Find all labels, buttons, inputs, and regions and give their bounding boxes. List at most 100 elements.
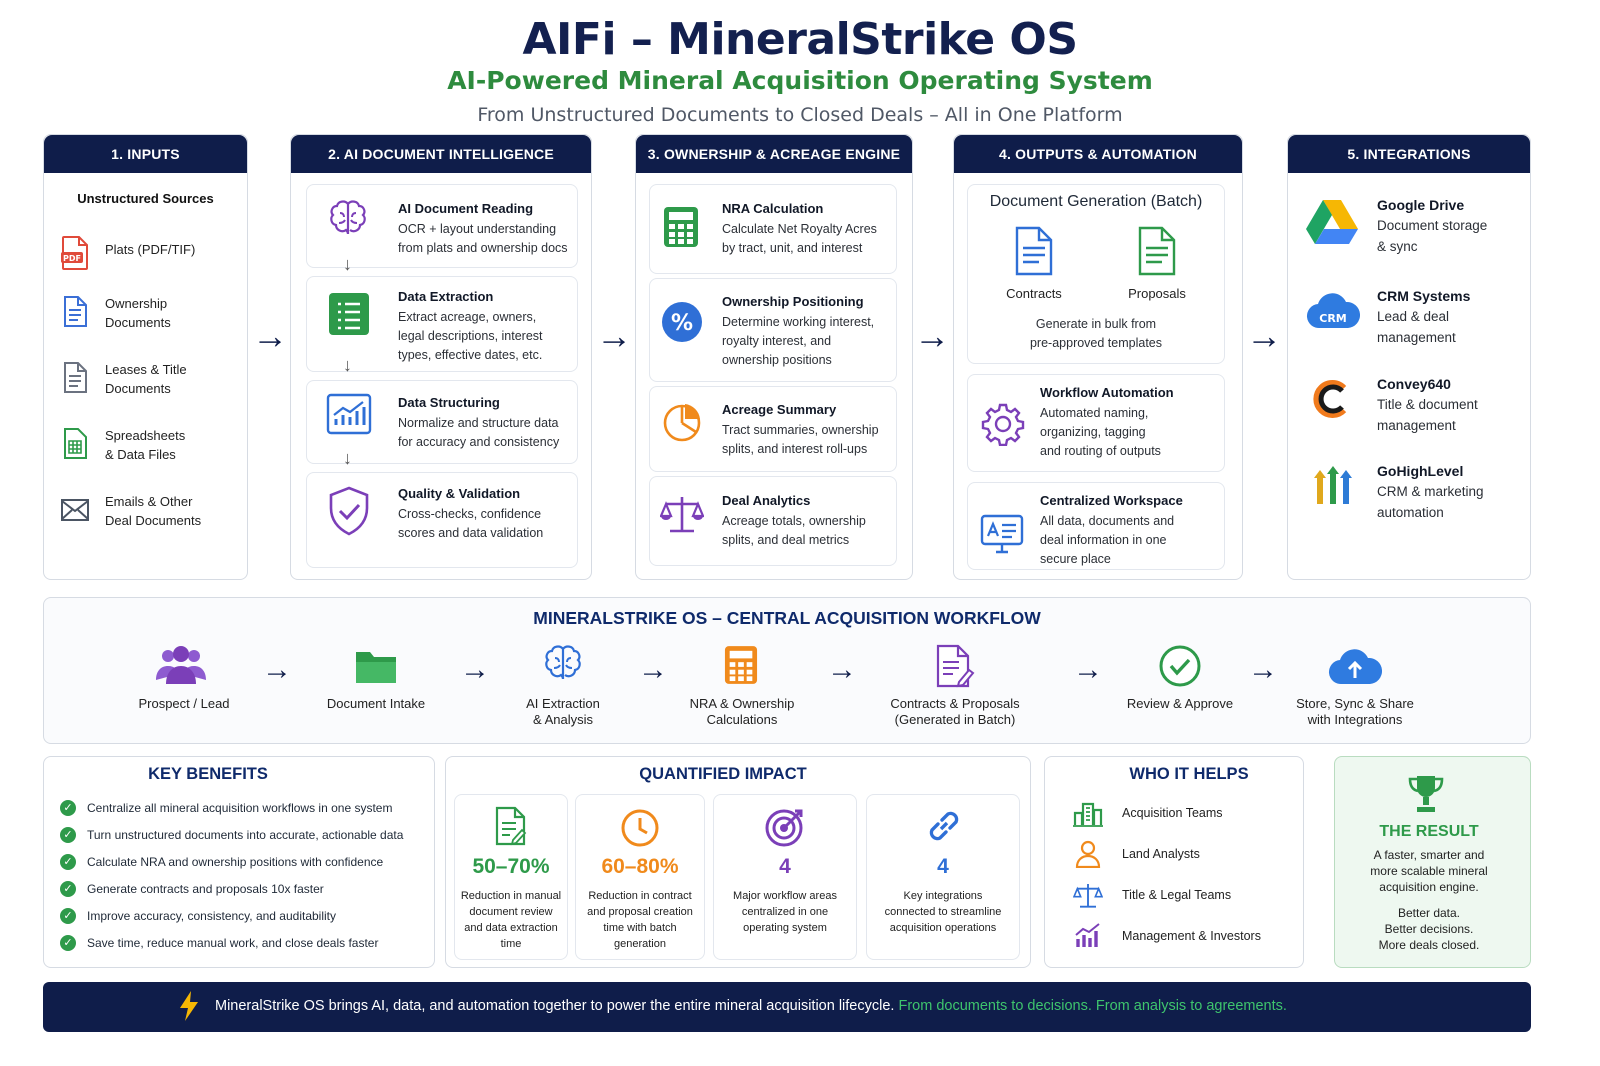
- down-arrow-icon: ↓: [343, 448, 352, 468]
- svg-text:CRM: CRM: [1319, 312, 1347, 325]
- calculator-icon: [663, 206, 699, 253]
- folder-icon: [354, 646, 398, 691]
- svg-text:PDF: PDF: [63, 254, 81, 263]
- docgen-card: [967, 184, 1225, 364]
- who-item-acquisition: Acquisition Teams: [1122, 806, 1223, 820]
- gear-icon: [981, 402, 1025, 451]
- impact-value-review: 50–70%: [472, 855, 550, 878]
- workflow-arrow: →: [638, 653, 668, 686]
- engine-heading: 3. OWNERSHIP & ACREAGE ENGINE: [636, 135, 912, 173]
- benefit-item: ✓Centralize all mineral acquisition work…: [60, 794, 403, 821]
- benefit-item: ✓Save time, reduce manual work, and clos…: [60, 929, 403, 956]
- check-icon: ✓: [60, 907, 76, 924]
- ai-step-structuring-text: Data Structuring Normalize and structure…: [398, 395, 560, 449]
- who-panel: [1044, 756, 1304, 968]
- scales-icon: [659, 494, 705, 541]
- integrations-heading: 5. INTEGRATIONS: [1288, 135, 1530, 173]
- workflow-step-review: Review & Approve: [1126, 696, 1234, 711]
- calculator-icon: [724, 644, 758, 691]
- key-benefits-heading: KEY BENEFITS: [148, 765, 268, 783]
- ai-heading: 2. AI DOCUMENT INTELLIGENCE: [291, 135, 591, 173]
- engine-ownership-text: Ownership Positioning Determine working …: [722, 294, 875, 367]
- integration-google-drive: Google Drive Document storage & sync: [1377, 197, 1488, 254]
- who-heading: WHO IT HELPS: [1129, 765, 1249, 783]
- result-tagline: Better data.Better decisions.More deals …: [1378, 906, 1480, 952]
- benefit-item: ✓Generate contracts and proposals 10x fa…: [60, 875, 403, 902]
- document-icon: [62, 296, 88, 333]
- monitor-workspace-icon: [980, 514, 1024, 561]
- lease-document-icon: [62, 362, 88, 399]
- page-tagline: From Unstructured Documents to Closed De…: [477, 104, 1123, 126]
- workflow-step-contracts: Contracts & Proposals(Generated in Batch…: [890, 696, 1020, 727]
- engine-acreage-text: Acreage Summary Tract summaries, ownersh…: [722, 402, 879, 456]
- pdf-icon: PDF: [60, 236, 90, 275]
- ai-step-extraction-text: Data Extraction Extract acreage, owners,…: [398, 289, 543, 362]
- contract-edit-icon: [935, 644, 975, 693]
- link-icon: [924, 806, 964, 851]
- check-icon: ✓: [60, 826, 76, 843]
- ai-step-quality-text: Quality & Validation Cross-checks, confi…: [398, 486, 544, 540]
- benefit-item: ✓Calculate NRA and ownership positions w…: [60, 848, 403, 875]
- footer-banner: [43, 982, 1531, 1032]
- workflow-automation-text: Workflow Automation Automated naming, or…: [1040, 385, 1174, 458]
- inputs-heading: 1. INPUTS: [44, 135, 247, 173]
- list-icon: [328, 292, 370, 341]
- impact-value-contracts: 60–80%: [601, 855, 679, 878]
- proposal-doc-icon: [1137, 226, 1177, 281]
- result-heading: THE RESULT: [1379, 823, 1479, 840]
- crm-cloud-icon: CRM: [1306, 290, 1361, 337]
- who-item-title-legal: Title & Legal Teams: [1122, 888, 1232, 902]
- engine-nra-text: NRA Calculation Calculate Net Royalty Ac…: [722, 201, 877, 255]
- ai-step-reading-text: AI Document Reading OCR + layout underst…: [398, 201, 568, 255]
- workflow-step-intake: Document Intake: [326, 696, 426, 711]
- impact-card-workflow: [713, 794, 857, 960]
- down-arrow-icon: ↓: [343, 355, 352, 375]
- footer-text: MineralStrike OS brings AI, data, and au…: [215, 998, 1287, 1014]
- outputs-heading: 4. OUTPUTS & AUTOMATION: [954, 135, 1242, 173]
- document-edit-icon: [494, 806, 528, 851]
- inputs-subheading: Unstructured Sources: [77, 191, 214, 206]
- bar-chart-icon: [1074, 923, 1102, 954]
- workflow-step-extraction: AI Extraction& Analysis: [526, 696, 600, 727]
- ai-step-reading: [306, 184, 578, 268]
- check-icon: ✓: [60, 934, 76, 951]
- workflow-arrow: →: [1248, 653, 1278, 686]
- svg-text:%: %: [671, 311, 693, 336]
- brain-icon: [326, 198, 370, 247]
- clock-icon: [620, 808, 660, 853]
- impact-card-review: [454, 794, 568, 960]
- flow-arrow-3: →: [914, 315, 950, 356]
- workflow-arrow: →: [262, 653, 292, 686]
- integration-gohighlevel: GoHighLevel CRM & marketing automation: [1377, 463, 1484, 520]
- who-item-management: Management & Investors: [1122, 929, 1261, 943]
- workflow-step-prospect: Prospect / Lead: [138, 696, 230, 711]
- person-icon: [1075, 840, 1101, 873]
- brain-icon: [541, 643, 585, 692]
- cloud-upload-icon: [1328, 646, 1383, 691]
- google-drive-icon: [1306, 198, 1358, 249]
- gohighlevel-logo-icon: [1310, 464, 1356, 511]
- impact-value-integrations: 4: [937, 855, 949, 878]
- impact-heading: QUANTIFIED IMPACT: [639, 765, 807, 783]
- lightning-icon: [178, 990, 200, 1027]
- input-item-spreadsheets: Spreadsheets& Data Files: [105, 428, 186, 462]
- email-icon: [60, 498, 90, 527]
- docgen-title: Document Generation (Batch): [989, 193, 1203, 210]
- chart-growth-icon: [326, 393, 372, 440]
- central-workflow-panel: [43, 597, 1531, 744]
- benefit-item: ✓Turn unstructured documents into accura…: [60, 821, 403, 848]
- contract-doc-icon: [1014, 226, 1054, 281]
- key-benefits-panel: [43, 756, 435, 968]
- flow-arrow-2: →: [596, 315, 632, 356]
- workspace-text: Centralized Workspace All data, document…: [1040, 493, 1183, 566]
- input-item-plats: Plats (PDF/TIF): [105, 242, 196, 257]
- benefit-item: ✓Improve accuracy, consistency, and audi…: [60, 902, 403, 929]
